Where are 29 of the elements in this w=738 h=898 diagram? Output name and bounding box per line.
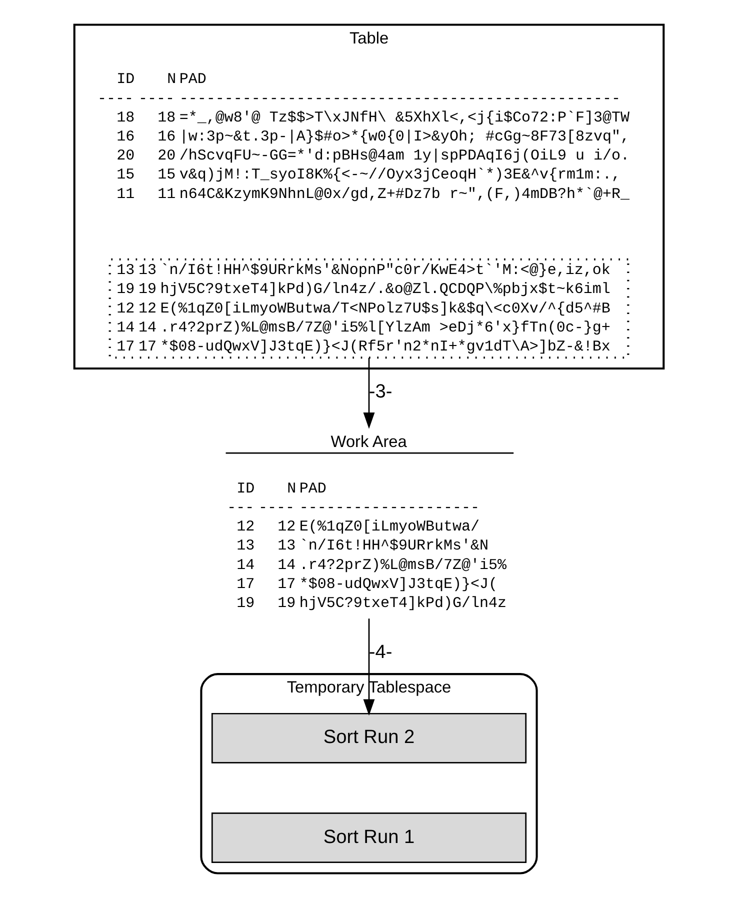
label: 18 bbox=[116, 109, 135, 126]
arrow bbox=[363, 358, 375, 429]
label: 11 bbox=[116, 186, 135, 203]
node-box: 13 13 `n/I6t!HH^$9URrkMs'&NopnP"c0r/KwE4>t`'M:<@}e,iz,ok 19 19 hjV5C?9txeT4]kPd)G/ln4z/.&o@Zl.QCDQP\%pbjx$t~k6iml 12 12 E(%1qZ0[iLmyoWButwa/T<NPolz7U$s]k&$q\<c0Xv/^{d5^#B 14 14 .r4?2prZ)%L@msB/7Z@'i5%l[YlzAm >eDj*6'x}fTn(0c-}g+ 17 17 *$08-udQwxV]J3tqE)}<J(Rf5r'n2*nI+*gv1dT\A>]bZ-&!Bx bbox=[108, 258, 630, 359]
label: 16 bbox=[116, 128, 135, 146]
label: |w:3p~&t.3p-|A}$#o>*{w0{0|I>&yOh; #cGg~8F73[8zvq", bbox=[179, 128, 630, 146]
label: v&q)jM!:T_syoI8K%{<-~//Oyx3jCeoqH`*)3E&^v{rm1m:., bbox=[179, 166, 620, 184]
label: ------------------------------------------------- bbox=[179, 90, 620, 108]
label: 11 bbox=[158, 186, 176, 203]
label: PAD bbox=[179, 71, 206, 88]
label: 15 bbox=[116, 166, 135, 184]
label: 20 bbox=[158, 148, 176, 165]
label: ---- bbox=[138, 90, 174, 108]
label: 16 bbox=[158, 128, 176, 146]
label: n64C&KzymK9NhnL@0x/gd,Z+#Dz7b r~",(F,)4mDB?h*`@+R_ bbox=[179, 186, 630, 203]
edge-label: -4- bbox=[368, 642, 392, 663]
node-box: Sort Run 2 bbox=[211, 712, 527, 764]
label: 15 bbox=[158, 166, 176, 184]
node-text: Work Area ID N PAD --- ---- -------------------- 12 12 E(%1qZ0[iLmyoWButwa/ 13 13 `n/I6t!HH^$9URrkMs'&N 14 14 .r4?2prZ)%L@msB/7Z@'i5% 17 17 *$08-udQwxV]J3tqE)}<J( 19 19 hjV5C?9txeT4]kPd)G/ln4z bbox=[227, 433, 506, 612]
label: N bbox=[167, 71, 176, 88]
arrow bbox=[363, 618, 375, 716]
label: 18 bbox=[158, 109, 176, 126]
node-box: Sort Run 1 bbox=[211, 812, 527, 863]
label: =*_,@w8'@ Tz$$>T\xJNfH\ &5XhXl<,<j{i$Co72:P`F]3@TW bbox=[179, 109, 630, 126]
label: ---- bbox=[98, 90, 134, 108]
label: /hScvqFU~-GG=*'d:pBHs@4am 1y|spPDAqI6j(OiL9 u i/o. bbox=[179, 148, 630, 165]
edge-label: -3- bbox=[368, 381, 392, 402]
label: ID bbox=[116, 71, 135, 88]
label: 20 bbox=[116, 148, 135, 165]
